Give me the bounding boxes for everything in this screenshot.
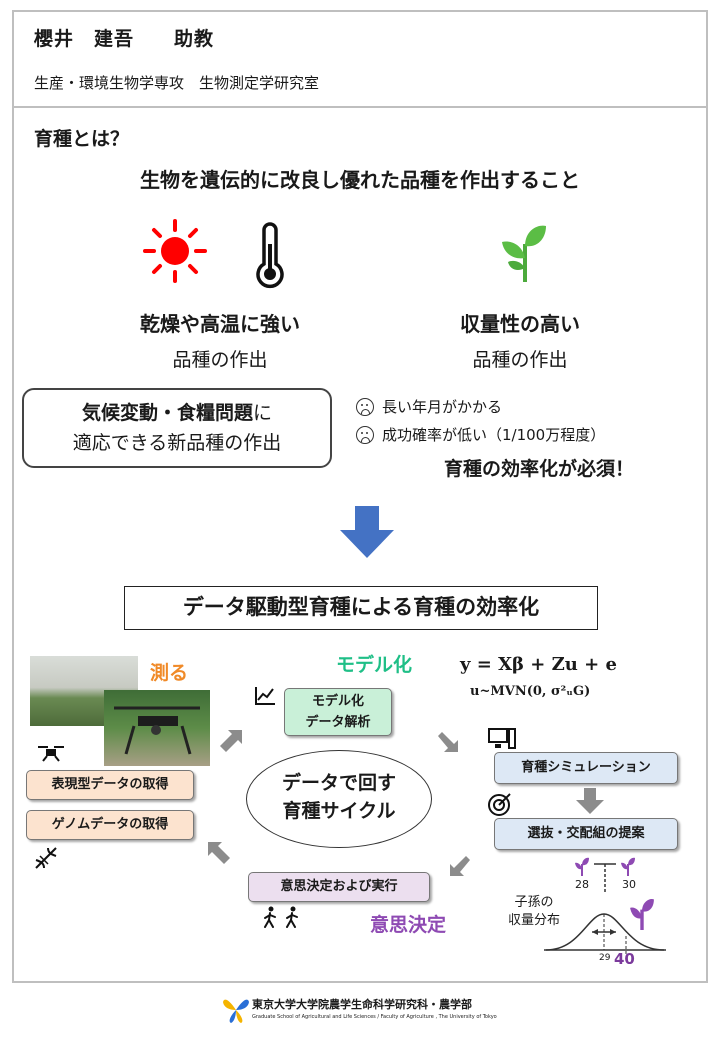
university-logo-icon (222, 994, 250, 1024)
author-name: 櫻井 建吾 助教 (34, 28, 215, 50)
heat-tolerant-trait: 乾燥や高温に強い 品種の作出 (70, 308, 370, 372)
breeding-cycle-center: データで回す 育種サイクル (246, 750, 432, 848)
climate-adaptation-box: 気候変動・食糧問題に 適応できる新品種の作出 (22, 388, 332, 468)
cross-bracket (592, 860, 618, 896)
computer-icon (488, 728, 516, 750)
trait-right-sub: 品種の作出 (472, 349, 568, 371)
plant-icon (628, 896, 656, 930)
decision-execution-tag: 意思決定および実行 (248, 872, 430, 902)
sad-face-icon (356, 397, 374, 416)
people-walking-icon (262, 906, 304, 928)
footer-ja: 東京大学大学院農学生命科学研究科・農学部 (252, 998, 472, 1011)
measure-title: 測る (150, 662, 189, 684)
issue-item: 長い年月がかかる (356, 396, 502, 417)
cycle-arrow-icon (446, 852, 472, 878)
plant-icon (574, 856, 590, 876)
breeding-simulation-tag: 育種シミュレーション (494, 752, 678, 784)
parent-left-value: 28 (575, 878, 589, 891)
parent-right-value: 30 (622, 878, 636, 891)
modeling-tag: モデル化 データ解析 (284, 688, 392, 736)
offspring-line1: 子孫の (514, 895, 554, 910)
thermometer-icon (250, 222, 290, 290)
issue-text: 成功確率が低い（1/100万程度） (382, 426, 606, 444)
trait-left-sub: 品種の作出 (172, 349, 268, 371)
cycle-center-line2: 育種サイクル (282, 800, 396, 822)
model-title: モデル化 (336, 654, 413, 676)
distribution-best-value: 40 (614, 950, 635, 968)
affiliation: 生産・環境生物学専攻 生物測定学研究室 (34, 74, 320, 92)
intro-question: 育種とは？ (34, 128, 130, 150)
trait-right-title: 収量性の高い (460, 312, 580, 336)
genome-data-tag: ゲノムデータの取得 (26, 810, 194, 840)
selection-proposal-tag: 選抜・交配組の提案 (494, 818, 678, 850)
decision-title: 意思決定 (370, 914, 447, 936)
down-arrow-small-icon (576, 788, 604, 814)
data-driven-breeding-banner: データ駆動型育種による育種の効率化 (124, 586, 598, 630)
issue-item: 成功確率が低い（1/100万程度） (356, 424, 605, 445)
offspring-line2: 収量分布 (508, 913, 561, 928)
down-arrow-icon (340, 506, 394, 558)
target-icon (488, 792, 512, 816)
climate-box-bold: 気候変動・食糧問題 (81, 402, 253, 424)
efficiency-required: 育種の効率化が必須！ (444, 458, 635, 480)
cycle-arrow-icon (218, 728, 244, 754)
modeling-tag-line2: データ解析 (305, 715, 371, 730)
climate-box-particle: に (253, 402, 273, 424)
dna-icon (34, 846, 58, 870)
content-frame (12, 10, 708, 983)
sun-icon (142, 218, 208, 284)
drone-icon (36, 744, 66, 762)
modeling-tag-line1: モデル化 (311, 694, 364, 709)
mixed-model-equation: y = Xβ + Zu + e (460, 654, 617, 675)
cycle-center-line1: データで回す (281, 772, 396, 794)
line-chart-icon (254, 686, 276, 706)
high-yield-trait: 収量性の高い 品種の作出 (400, 308, 640, 372)
breeding-definition: 生物を遺伝的に改良し優れた品種を作出すること (140, 168, 580, 192)
sprout-icon (500, 222, 550, 284)
drone-photo (104, 690, 210, 766)
offspring-yield-distribution (540, 900, 670, 956)
distribution-mean-value: 29 (599, 953, 611, 963)
trait-left-title: 乾燥や高温に強い (140, 312, 300, 336)
footer-en: Graduate School of Agricultural and Life… (252, 1014, 497, 1020)
header-divider (12, 106, 708, 108)
phenotype-data-tag: 表現型データの取得 (26, 770, 194, 800)
sad-face-icon (356, 425, 374, 444)
offspring-label: 子孫の 収量分布 (508, 894, 560, 930)
cycle-arrow-icon (206, 840, 232, 866)
climate-box-line2: 適応できる新品種の作出 (72, 432, 282, 454)
plant-icon (620, 856, 636, 876)
issue-text: 長い年月がかかる (382, 398, 503, 416)
cycle-arrow-icon (436, 728, 462, 754)
random-effect-distribution: u~MVN(0, σ²ᵤG) (470, 684, 591, 699)
